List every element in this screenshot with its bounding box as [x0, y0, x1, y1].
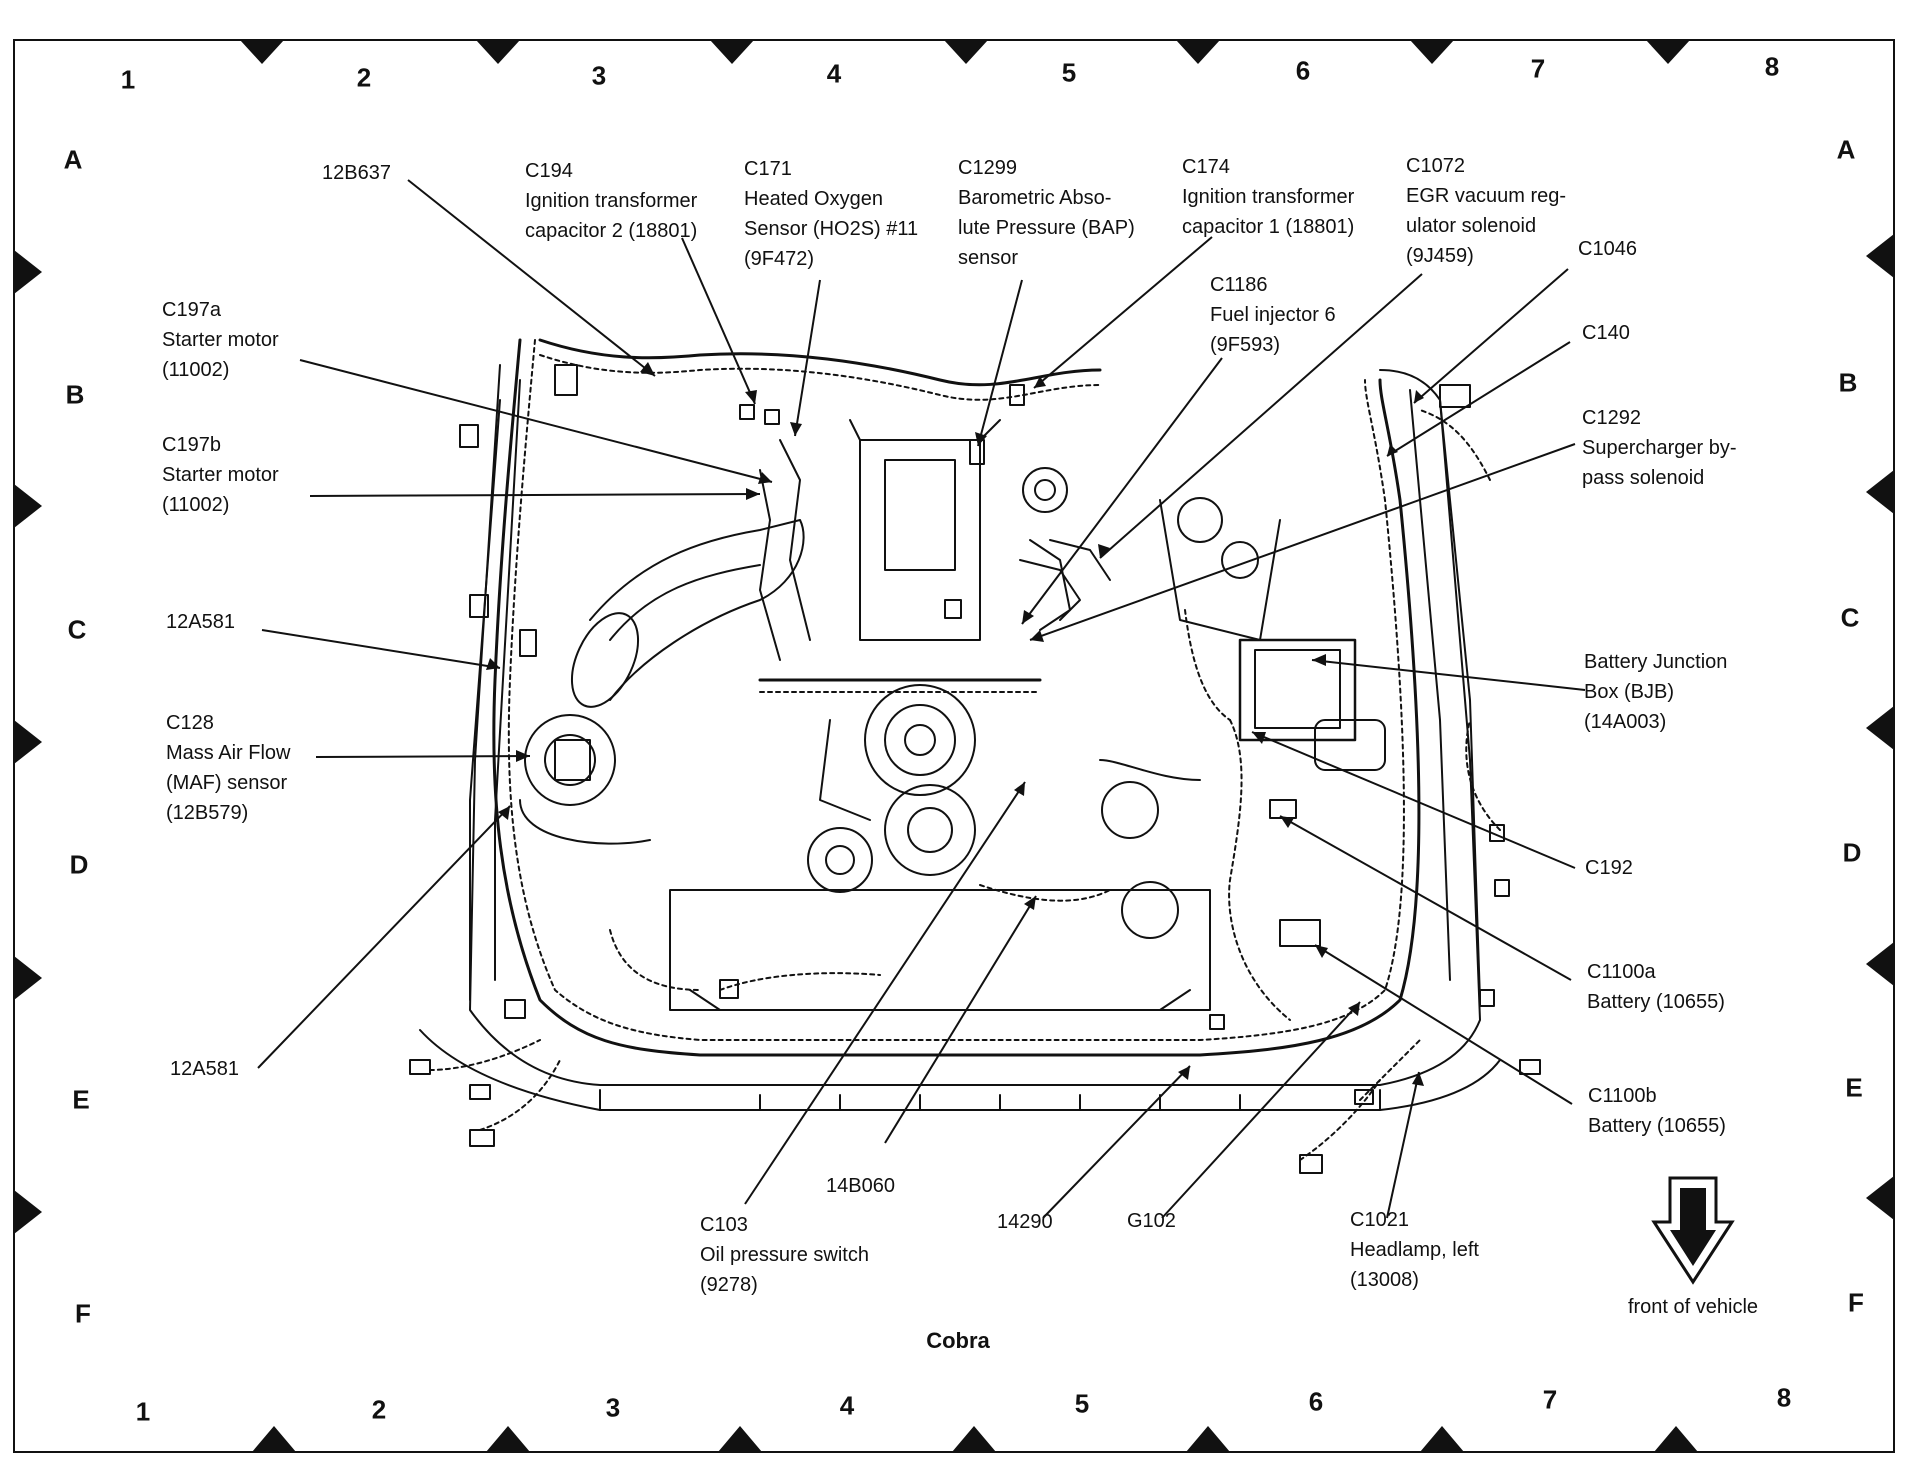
grid-left-E: E: [72, 1084, 90, 1115]
grid-right-C: C: [1840, 602, 1860, 633]
callout-c194: C194 Ignition transformer capacitor 2 (1…: [525, 160, 698, 242]
front-of-vehicle-arrow-icon: [1651, 1176, 1735, 1285]
leader-lines: [257, 179, 1586, 1219]
grid-top-1: 1: [120, 64, 136, 95]
diagram-title: Cobra: [926, 1328, 990, 1353]
grid-right-B: B: [1838, 367, 1858, 398]
callout-c1021: C1021 Headlamp, left (13008): [1350, 1209, 1479, 1291]
engine-illustration: [409, 338, 1541, 1174]
callout-12b637: 12B637: [322, 162, 391, 184]
grid-left-D: D: [69, 849, 89, 880]
grid-bottom-6: 6: [1308, 1386, 1324, 1417]
callout-c140: C140: [1582, 322, 1630, 344]
grid-markers: [14, 40, 1894, 1452]
grid-left-B: B: [65, 379, 85, 410]
grid-bottom-1: 1: [135, 1396, 151, 1427]
grid-bottom-4: 4: [839, 1390, 855, 1421]
grid-bottom-7: 7: [1542, 1384, 1558, 1415]
callout-c197a: C197a Starter motor (11002): [162, 299, 279, 381]
callout-14b060: 14B060: [826, 1175, 895, 1197]
callout-c1292: C1292 Supercharger by- pass solenoid: [1582, 407, 1737, 489]
grid-top-2: 2: [356, 62, 372, 93]
grid-top-6: 6: [1295, 55, 1311, 86]
grid-bottom-2: 2: [371, 1394, 387, 1425]
callout-12a581-bottom: 12A581: [170, 1058, 239, 1080]
callout-battery-junction-box: Battery Junction Box (BJB) (14A003): [1584, 651, 1728, 733]
callout-14290: 14290: [997, 1211, 1053, 1233]
grid-right-F: F: [1848, 1287, 1864, 1318]
callout-12a581-top: 12A581: [166, 611, 235, 633]
grid-bottom-3: 3: [605, 1392, 621, 1423]
callout-c128: C128 Mass Air Flow (MAF) sensor (12B579): [166, 712, 291, 824]
callout-c174: C174 Ignition transformer capacitor 1 (1…: [1182, 156, 1355, 238]
grid-top-7: 7: [1530, 53, 1546, 84]
callout-c1100b: C1100b Battery (10655): [1588, 1085, 1726, 1137]
grid-left-A: A: [63, 144, 83, 175]
callout-c192: C192: [1585, 857, 1633, 879]
grid-bottom-8: 8: [1776, 1382, 1792, 1413]
callout-c171: C171 Heated Oxygen Sensor (HO2S) #11 (9F…: [744, 158, 919, 270]
grid-top-8: 8: [1764, 51, 1780, 82]
grid-right-E: E: [1845, 1072, 1863, 1103]
grid-left-C: C: [67, 614, 87, 645]
grid-left-F: F: [75, 1298, 91, 1329]
grid-right-D: D: [1842, 837, 1862, 868]
front-of-vehicle-label: front of vehicle: [1627, 1296, 1759, 1318]
grid-bottom-5: 5: [1074, 1388, 1090, 1419]
callout-c1072: C1072 EGR vacuum reg- ulator solenoid (9…: [1406, 155, 1567, 267]
grid-top-3: 3: [591, 60, 607, 91]
leader-arrowheads: [486, 362, 1424, 1086]
callout-c1299: C1299 Barometric Abso- lute Pressure (BA…: [958, 157, 1135, 269]
callout-c197b: C197b Starter motor (11002): [162, 434, 279, 516]
callout-c103: C103 Oil pressure switch (9278): [700, 1214, 869, 1296]
grid-top-4: 4: [826, 58, 842, 89]
grid-right-A: A: [1836, 134, 1856, 165]
grid-top-5: 5: [1061, 57, 1077, 88]
callout-c1100a: C1100a Battery (10655): [1587, 961, 1725, 1013]
callout-g102: G102: [1127, 1210, 1176, 1232]
callout-c1186: C1186 Fuel injector 6 (9F593): [1210, 274, 1336, 356]
callout-c1046: C1046: [1578, 238, 1637, 260]
